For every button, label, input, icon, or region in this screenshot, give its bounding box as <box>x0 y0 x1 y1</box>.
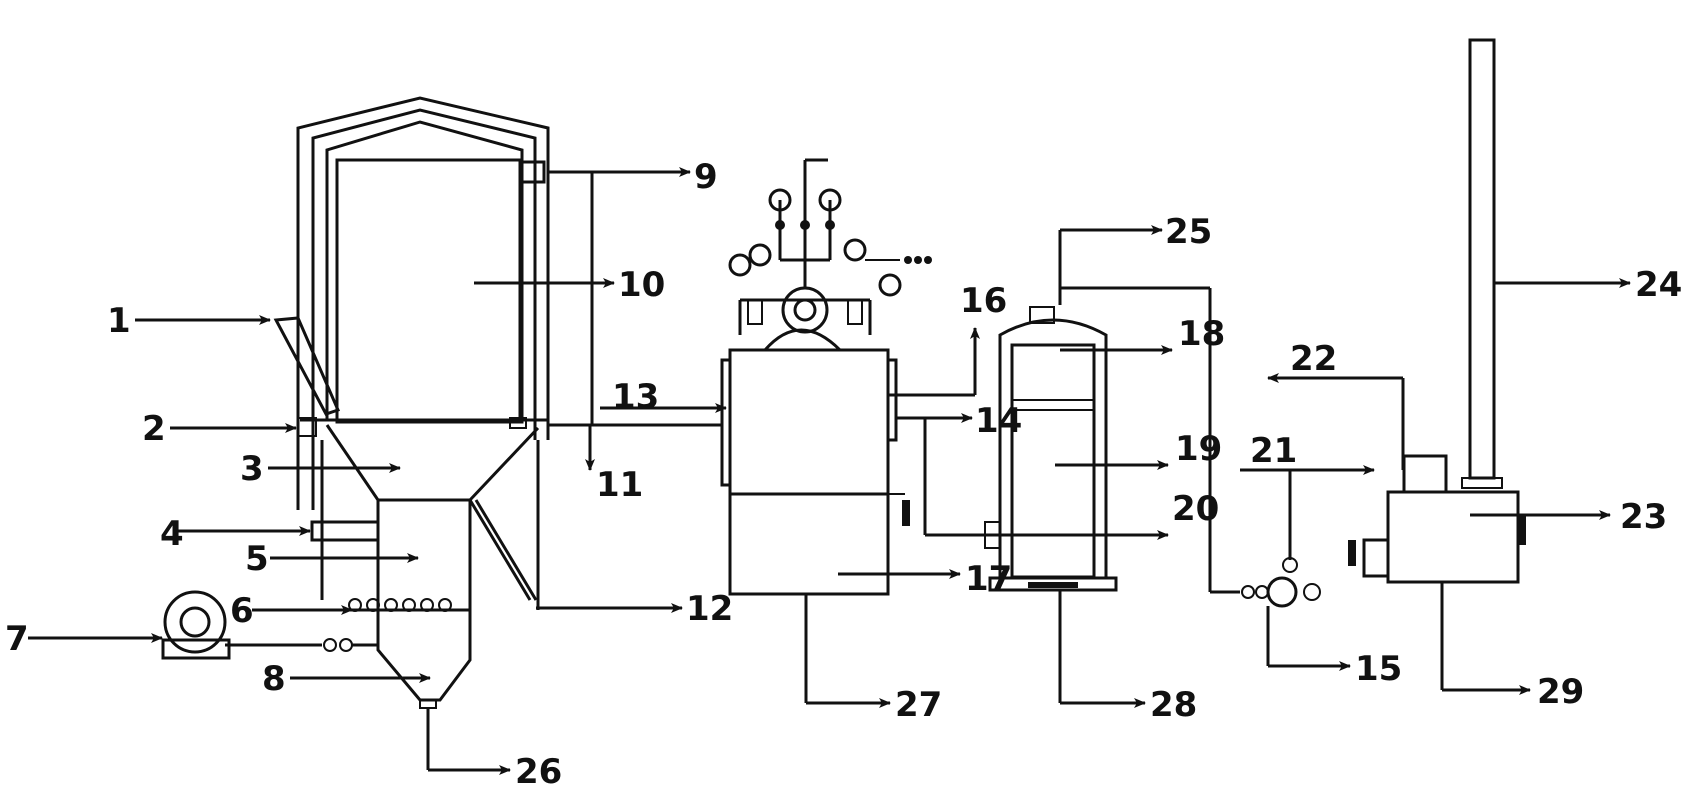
callout-10: 10 <box>618 265 665 305</box>
callout-28: 28 <box>1150 685 1197 725</box>
callout-labels: 1 2 3 4 5 6 7 8 9 10 11 12 13 14 15 16 1… <box>5 157 1682 792</box>
callout-24: 24 <box>1635 265 1682 305</box>
pump <box>1241 470 1321 668</box>
callout-17: 17 <box>965 559 1012 599</box>
callout-8: 8 <box>262 659 286 699</box>
callout-14: 14 <box>975 401 1022 441</box>
callout-15: 15 <box>1355 649 1402 689</box>
callout-4: 4 <box>160 514 184 554</box>
tank-and-stack <box>1348 38 1526 690</box>
callout-18: 18 <box>1178 314 1225 354</box>
callout-20: 20 <box>1172 489 1219 529</box>
callout-5: 5 <box>245 539 269 579</box>
callout-9: 9 <box>694 157 718 197</box>
callout-12: 12 <box>686 589 733 629</box>
callout-6: 6 <box>230 591 254 631</box>
arrows <box>28 167 1631 775</box>
callout-29: 29 <box>1537 672 1584 712</box>
callout-16: 16 <box>960 281 1007 321</box>
callout-19: 19 <box>1175 429 1222 469</box>
callout-25: 25 <box>1165 212 1212 252</box>
callout-2: 2 <box>142 409 166 449</box>
callout-7: 7 <box>5 619 29 659</box>
callout-13: 13 <box>612 377 659 417</box>
separator-column <box>984 228 1240 703</box>
callout-22: 22 <box>1290 339 1337 379</box>
reactor-unit <box>720 158 985 703</box>
callout-23: 23 <box>1620 497 1667 537</box>
callout-3: 3 <box>240 449 264 489</box>
callout-1: 1 <box>107 301 131 341</box>
callout-27: 27 <box>895 685 942 725</box>
callout-26: 26 <box>515 752 562 792</box>
furnace-unit <box>161 96 550 770</box>
callout-21: 21 <box>1250 431 1297 471</box>
callout-11: 11 <box>596 465 643 505</box>
main-pipe <box>548 170 722 427</box>
blower <box>161 590 378 660</box>
